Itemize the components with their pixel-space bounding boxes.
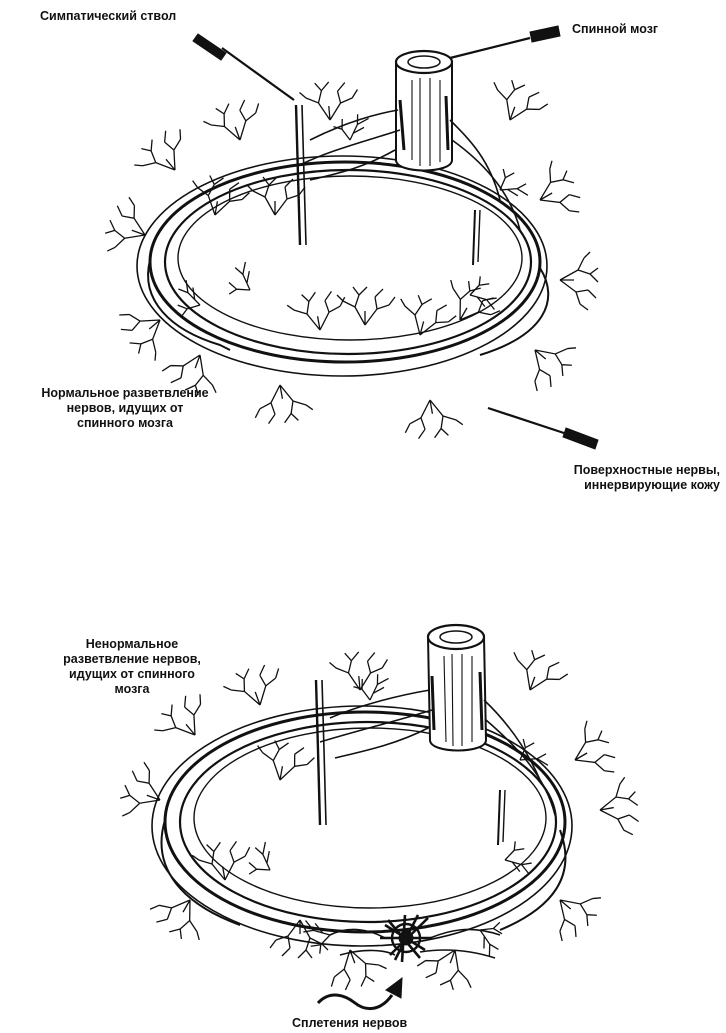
- label-normal-branching: Нормальное разветвление нервов, идущих о…: [5, 386, 245, 431]
- arrow-spinal-cord: [450, 26, 560, 58]
- bottom-spinal-cord: [428, 625, 486, 751]
- arrow-sympathetic-trunk: [193, 34, 294, 100]
- label-abnormal-branching: Ненормальное разветвление нервов, идущих…: [42, 637, 222, 697]
- label-sympathetic-trunk: Симпатический ствол: [40, 9, 176, 24]
- label-spinal-cord: Спинной мозг: [572, 22, 658, 37]
- arrow-superficial-nerves: [488, 408, 598, 449]
- label-nerve-plexus: Сплетения нервов: [292, 1016, 407, 1031]
- label-superficial-nerves: Поверхностные нервы, иннервирующие кожу: [490, 463, 720, 493]
- arrow-nerve-plexus: [318, 978, 402, 1009]
- top-spinal-cord: [396, 51, 452, 171]
